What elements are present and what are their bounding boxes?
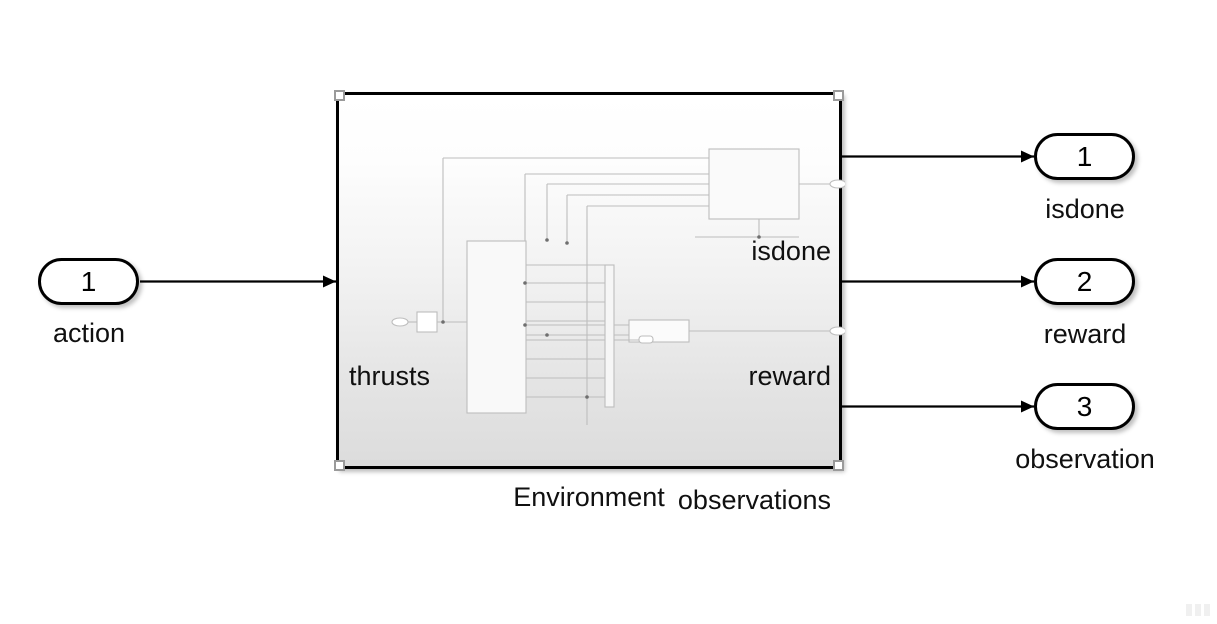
inport-block-action[interactable]: 1 [38, 258, 139, 305]
watermark-bar-1 [1186, 604, 1192, 616]
inport-number-action: 1 [80, 265, 97, 297]
watermark-bar-3 [1204, 604, 1210, 616]
selection-handle-bottom-right[interactable] [833, 460, 844, 471]
subsystem-block-environment[interactable]: thrusts isdone reward observations [334, 90, 845, 514]
outport-caption-observation: observation [1015, 444, 1155, 474]
subsystem-internal-preview [391, 148, 845, 425]
outport-number-reward: 2 [1076, 265, 1093, 297]
outport-number-isdone: 1 [1076, 140, 1093, 172]
outport-block-reward[interactable]: 2 [1034, 258, 1135, 305]
subsystem-outport-label-isdone: isdone [751, 236, 831, 266]
outport-caption-reward: reward [1043, 319, 1127, 349]
internal-gain-block [628, 319, 690, 343]
selection-handle-top-left[interactable] [334, 90, 345, 101]
selection-handle-top-right[interactable] [833, 90, 844, 101]
outport-block-observation[interactable]: 3 [1034, 383, 1135, 430]
watermark-bar-2 [1195, 604, 1201, 616]
selection-handle-bottom-left[interactable] [334, 460, 345, 471]
outport-caption-isdone: isdone [1045, 194, 1125, 224]
subsystem-outport-label-reward: reward [748, 361, 831, 391]
subsystem-block-caption: Environment [513, 482, 665, 512]
inport-caption-action: action [52, 318, 126, 348]
outport-block-isdone[interactable]: 1 [1034, 133, 1135, 180]
subsystem-outport-label-observations: observations [677, 485, 831, 515]
subsystem-inport-label-thrusts: thrusts [349, 361, 431, 391]
internal-plant-block [466, 240, 527, 414]
internal-mux-block [604, 264, 615, 408]
internal-logic-block [708, 148, 800, 220]
outport-number-observation: 3 [1076, 390, 1093, 422]
corner-watermark [1186, 604, 1210, 616]
